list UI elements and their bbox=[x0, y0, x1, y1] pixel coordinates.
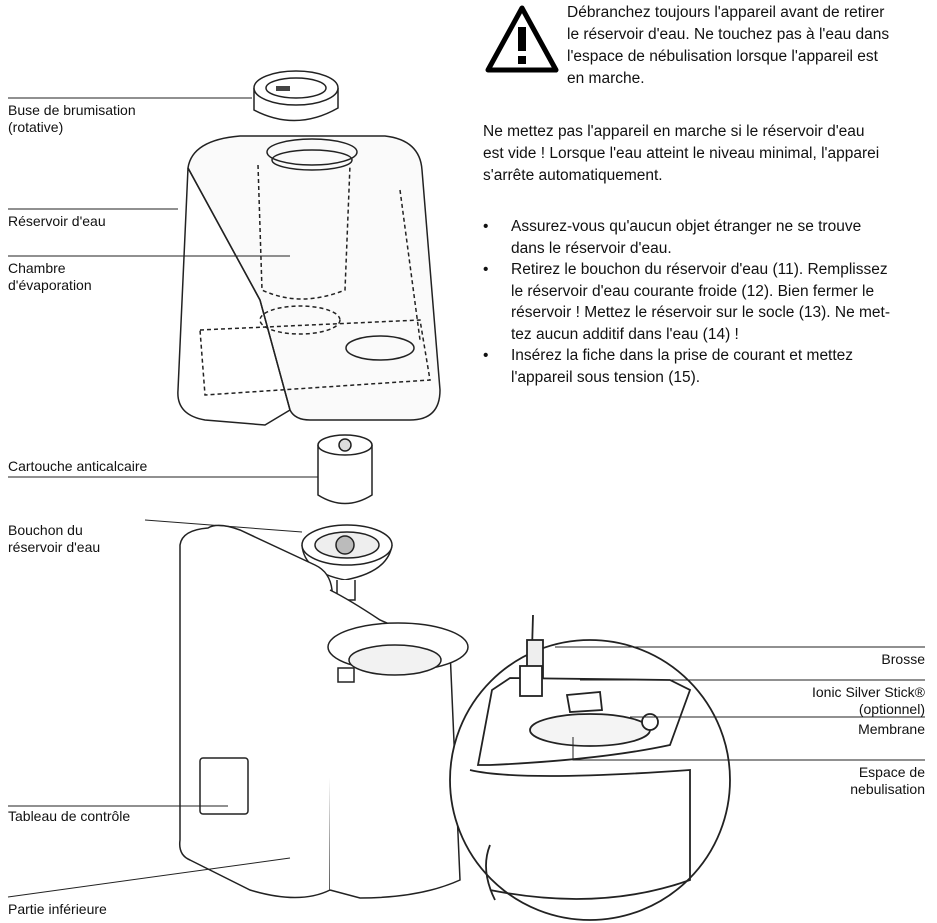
list-item-line: le réservoir d'eau courante froide (12).… bbox=[511, 282, 875, 300]
intro-line: s'arrête automatiquement. bbox=[483, 167, 663, 184]
label-line: Bouchon du bbox=[8, 522, 83, 538]
label-partie: Partie inférieure bbox=[8, 901, 107, 917]
list-item-line: réservoir ! Mettez le réservoir sur le s… bbox=[511, 304, 890, 321]
label-line: (optionnel) bbox=[858, 701, 925, 717]
mist-nozzle-drawing bbox=[253, 70, 339, 122]
intro-line: Ne mettez pas l'appareil en marche si le… bbox=[483, 123, 865, 140]
label-line: d'évaporation bbox=[8, 277, 92, 293]
list-item-line: tez aucun additif dans l'eau (14) ! bbox=[511, 325, 739, 343]
list-item: • Retirez le bouchon du réservoir d'eau … bbox=[483, 259, 937, 345]
list-item: • Assurez-vous qu'aucun objet étranger n… bbox=[483, 216, 937, 259]
warning-icon bbox=[485, 5, 559, 73]
label-tableau: Tableau de contrôle bbox=[8, 808, 131, 824]
label-espace: Espace de nebulisation bbox=[850, 764, 925, 798]
warning-line: en marche. bbox=[567, 70, 645, 87]
label-reservoir: Réservoir d'eau bbox=[8, 213, 106, 229]
cartridge-drawing bbox=[317, 434, 373, 505]
bullet-marker: • bbox=[483, 218, 489, 235]
warning-text: Débranchez toujours l'appareil avant de … bbox=[567, 2, 937, 90]
intro-paragraph: Ne mettez pas l'appareil en marche si le… bbox=[483, 121, 937, 187]
list-item-line: l'appareil sous tension (15). bbox=[511, 368, 701, 386]
label-line: Ionic Silver Stick® bbox=[811, 684, 925, 700]
list-item: • Insérez la fiche dans la prise de cour… bbox=[483, 345, 937, 388]
label-cartouche: Cartouche anticalcaire bbox=[8, 458, 148, 474]
bullet-marker: • bbox=[483, 347, 489, 364]
label-buse: Buse de brumisation (rotative) bbox=[8, 102, 136, 136]
list-item-line: Assurez-vous qu'aucun objet étranger ne … bbox=[511, 218, 862, 235]
label-line: réservoir d'eau bbox=[8, 539, 101, 555]
magnified-detail-drawing bbox=[449, 614, 731, 921]
label-brosse: Brosse bbox=[881, 651, 925, 667]
list-item-line: dans le réservoir d'eau. bbox=[511, 239, 672, 257]
bullet-marker: • bbox=[483, 261, 489, 278]
list-item-line: Insérez la fiche dans la prise de couran… bbox=[511, 347, 854, 364]
warning-line: Débranchez toujours l'appareil avant de … bbox=[567, 4, 885, 21]
label-membrane: Membrane bbox=[858, 721, 925, 737]
label-line: Chambre bbox=[8, 260, 66, 276]
label-bouchon: Bouchon du réservoir d'eau bbox=[8, 522, 100, 556]
leader-lines bbox=[7, 97, 925, 898]
label-chambre: Chambre d'évaporation bbox=[8, 260, 92, 294]
warning-line: l'espace de nébulisation lorsque l'appar… bbox=[567, 48, 878, 65]
label-ionic: Ionic Silver Stick® (optionnel) bbox=[812, 684, 925, 718]
intro-line: est vide ! Lorsque l'eau atteint le nive… bbox=[483, 145, 880, 162]
base-unit-drawing bbox=[178, 524, 469, 899]
label-line: Buse de brumisation bbox=[8, 102, 136, 118]
warning-line: le réservoir d'eau. Ne touchez pas à l'e… bbox=[567, 26, 890, 43]
instruction-list: • Assurez-vous qu'aucun objet étranger n… bbox=[483, 216, 937, 388]
water-tank-drawing bbox=[177, 135, 441, 426]
list-item-line: Retirez le bouchon du réservoir d'eau (1… bbox=[511, 261, 888, 278]
label-line: Espace de bbox=[858, 764, 925, 780]
label-line: nebulisation bbox=[850, 781, 925, 797]
label-line: (rotative) bbox=[8, 119, 64, 135]
